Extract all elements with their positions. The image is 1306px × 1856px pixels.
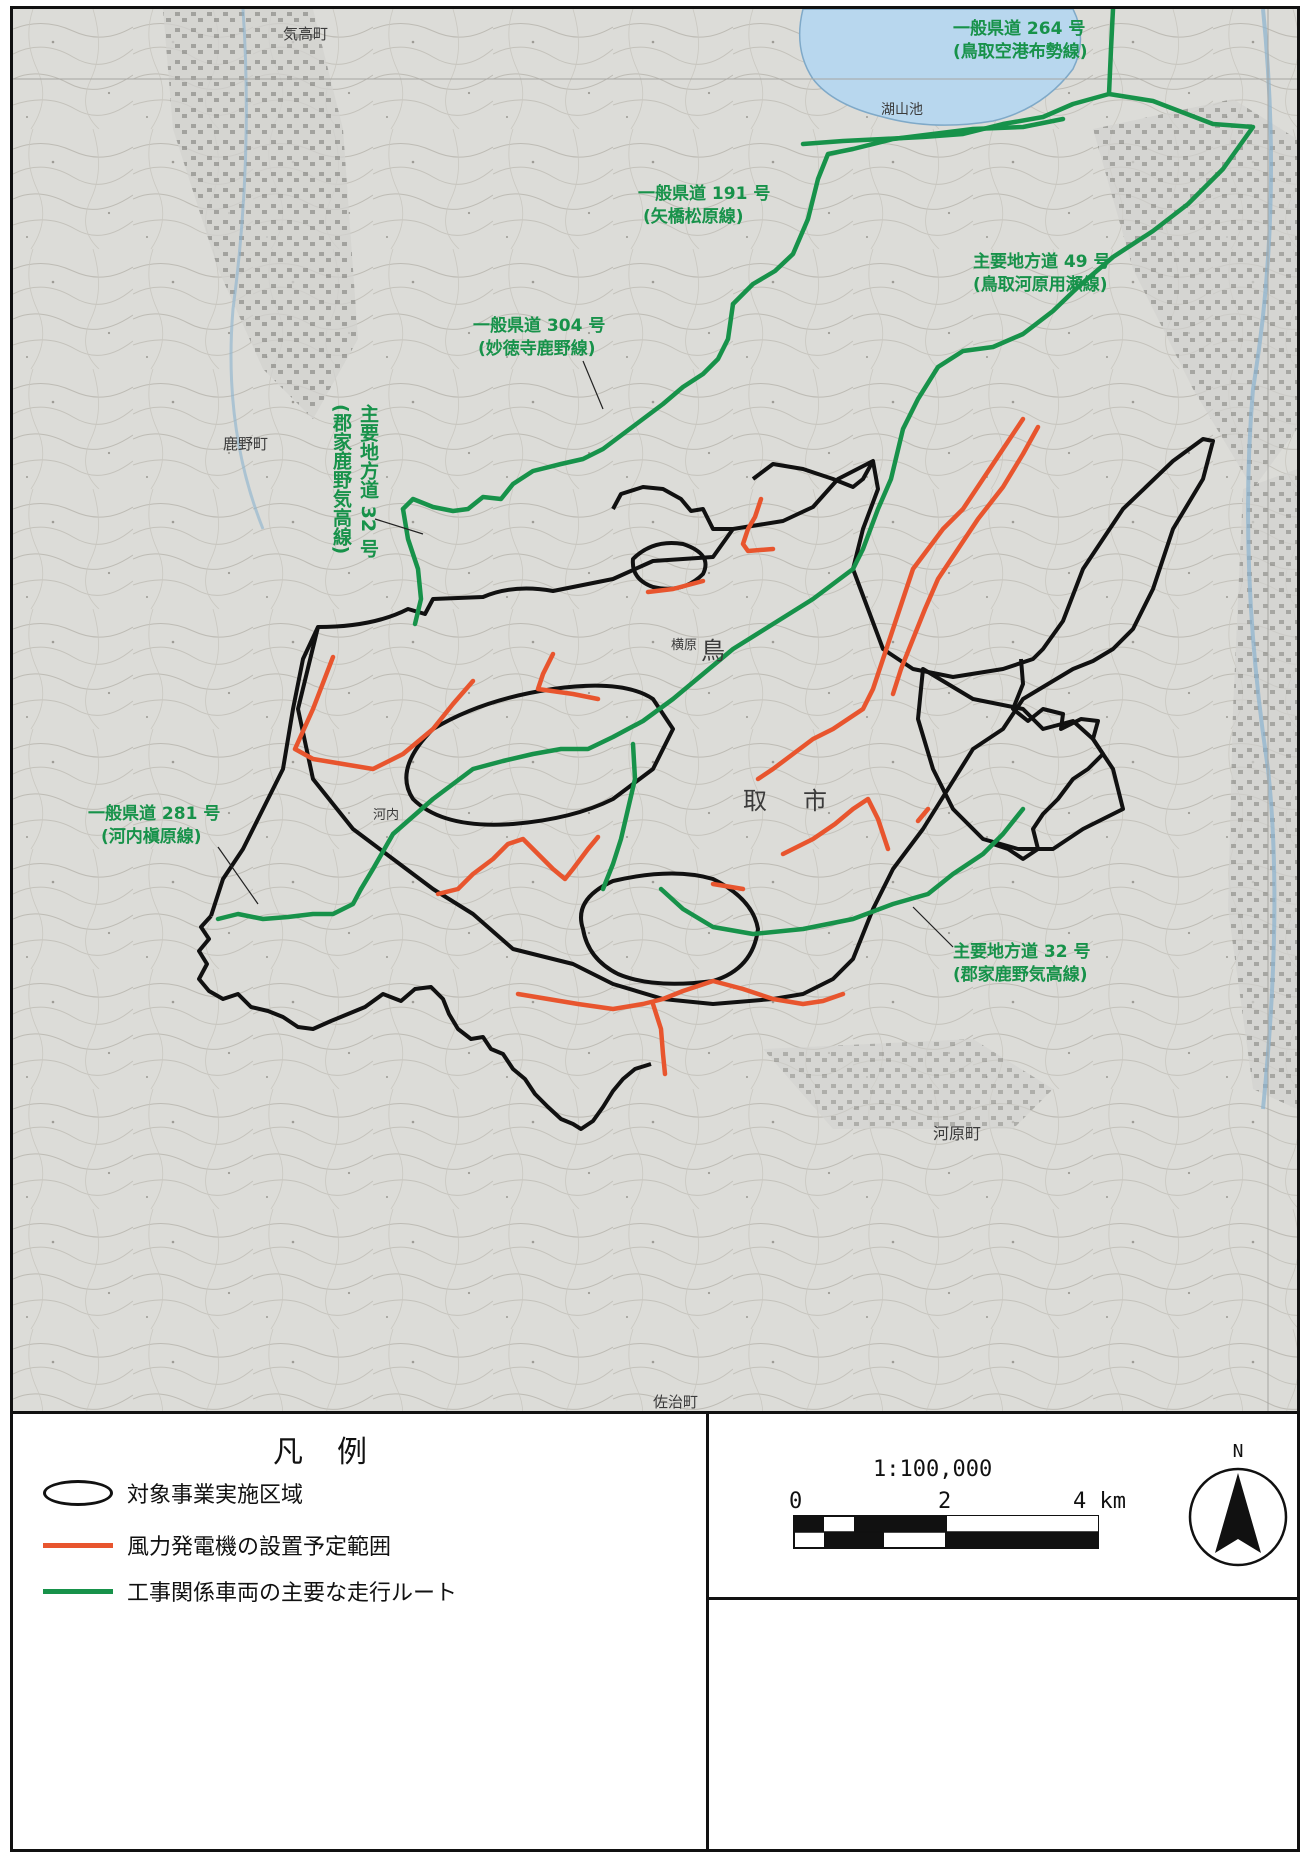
road-label-r191: 一般県道 191 号 (矢橋松原線)	[638, 183, 770, 227]
map-bottom-divider	[13, 1411, 1297, 1414]
project-area-southwest-edge	[197, 914, 652, 1131]
place-label-tottori: 取	[743, 787, 767, 815]
road-label-r32-line2: (郡家鹿野気高線)	[953, 964, 1088, 985]
turbine-range	[780, 796, 891, 857]
legend-swatch-turbine-range	[43, 1542, 113, 1548]
place-label-koyama-lake: 湖山池	[881, 102, 923, 118]
scale-tick-0: 0	[789, 1489, 803, 1514]
project-area-south-loop	[579, 871, 760, 986]
project-area-north-edge	[611, 485, 733, 531]
north-arrow: N	[1188, 1441, 1288, 1567]
document-frame: 鳥 取 市 河原町 鹿野町 気高町 湖山池 佐治町 河内 横原 一般県道 264…	[10, 6, 1300, 1852]
road-label-r32: 主要地方道 32 号 (郡家鹿野気高線)	[953, 941, 1091, 985]
town-area-northeast	[1093, 99, 1297, 489]
turbine-range	[915, 806, 931, 824]
scale-tick-4: 4 km	[1073, 1489, 1126, 1514]
turbine-range	[710, 881, 746, 892]
road-label-r49-line1: 主要地方道 49 号	[973, 251, 1111, 272]
turbine-ranges	[292, 416, 1041, 1077]
legend-label-vehicle-route: 工事関係車両の主要な走行ルート	[127, 1581, 458, 1606]
turbine-range	[755, 416, 1026, 782]
legend-item-project-area: 対象事業実施区域	[43, 1475, 303, 1511]
legend-title: 凡例	[273, 1435, 401, 1470]
road-label-r32-vertical: 主要地方道 32 号 (郡家鹿野気高線)	[330, 404, 379, 558]
turbine-range	[435, 834, 601, 897]
turbine-range	[535, 651, 601, 702]
road-label-r264: 一般県道 264 号 (鳥取空港布勢線)	[953, 18, 1088, 62]
legend-item-vehicle-route: 工事関係車両の主要な走行ルート	[43, 1573, 457, 1609]
turbine-range	[515, 978, 846, 1012]
route-r264-r49	[850, 9, 1256, 572]
river-west	[229, 9, 265, 530]
route-south-link	[600, 741, 638, 892]
place-label-saji: 佐治町	[653, 1393, 698, 1411]
legend-swatch-project-area	[43, 1480, 113, 1506]
map-panel: 鳥 取 市 河原町 鹿野町 気高町 湖山池 佐治町 河内 横原 一般県道 264…	[13, 9, 1297, 1411]
legend-swatch-vehicle-route	[43, 1588, 113, 1594]
road-label-r264-line2: (鳥取空港布勢線)	[953, 41, 1088, 62]
town-area-south	[763, 1039, 1053, 1129]
road-label-r281-line2: (河内槇原線)	[101, 826, 202, 847]
road-label-r32-line1: 主要地方道 32 号	[953, 941, 1091, 962]
place-label-shikano: 鹿野町	[223, 435, 268, 453]
route-central	[358, 566, 856, 892]
road-label-r281: 一般県道 281 号 (河内槇原線)	[88, 803, 220, 847]
turbine-range	[650, 1001, 668, 1077]
place-label-yokohara: 横原	[671, 638, 697, 653]
scale-ratio: 1:100,000	[873, 1457, 993, 1482]
road-label-r264-line1: 一般県道 264 号	[953, 18, 1085, 39]
project-area-boundaries	[197, 437, 1215, 1131]
road-label-r281-line1: 一般県道 281 号	[88, 803, 220, 824]
road-label-r304-line1: 一般県道 304 号	[473, 315, 605, 336]
town-area-east	[1228, 469, 1297, 1109]
route-r32-south	[658, 806, 1026, 937]
route-r191	[730, 116, 1066, 307]
project-area-north-loop	[630, 541, 708, 591]
route-r281	[215, 886, 364, 922]
road-label-r32-vertical-line1: 主要地方道 32 号	[357, 404, 379, 558]
scale-bar	[793, 1515, 1099, 1549]
turbine-range	[292, 654, 476, 772]
road-label-r32-vertical-line2: (郡家鹿野気高線)	[330, 404, 353, 554]
road-label-r49-line2: (鳥取河原用瀬線)	[973, 274, 1108, 295]
legend-scale-divider	[706, 1411, 709, 1849]
road-label-r49: 主要地方道 49 号 (鳥取河原用瀬線)	[973, 251, 1111, 295]
turbine-range	[645, 578, 706, 595]
place-label-city: 市	[803, 787, 827, 815]
road-label-r191-line2: (矢橋松原線)	[643, 206, 744, 227]
place-label-tori: 鳥	[701, 637, 725, 665]
project-area-north-arm	[751, 460, 875, 489]
legend-item-turbine-range: 風力発電機の設置予定範囲	[43, 1527, 391, 1563]
legend-label-turbine-range: 風力発電機の設置予定範囲	[127, 1535, 392, 1560]
road-label-r304-line2: (妙徳寺鹿野線)	[478, 338, 596, 359]
leader-lines	[217, 360, 954, 948]
place-label-ketaka: 気高町	[283, 25, 328, 43]
place-label-kawachi: 河内	[373, 807, 399, 823]
turbine-range	[740, 496, 776, 554]
legend-label-project-area: 対象事業実施区域	[127, 1483, 304, 1508]
scale-tick-2: 2	[938, 1489, 952, 1514]
road-label-r304: 一般県道 304 号 (妙徳寺鹿野線)	[473, 315, 605, 359]
project-area-east-edge	[992, 658, 1105, 861]
road-label-r191-line1: 一般県道 191 号	[638, 183, 770, 204]
place-label-kawahara: 河原町	[933, 1124, 981, 1143]
river-east	[1246, 9, 1277, 1110]
north-label: N	[1233, 1441, 1244, 1462]
scale-bottom-divider	[709, 1597, 1297, 1600]
project-area-west-edge	[209, 626, 320, 917]
route-r304	[400, 301, 736, 514]
vehicle-routes	[215, 9, 1256, 937]
town-area-west	[163, 9, 358, 419]
turbine-range	[890, 424, 1041, 697]
route-lake-shore	[800, 91, 1112, 147]
